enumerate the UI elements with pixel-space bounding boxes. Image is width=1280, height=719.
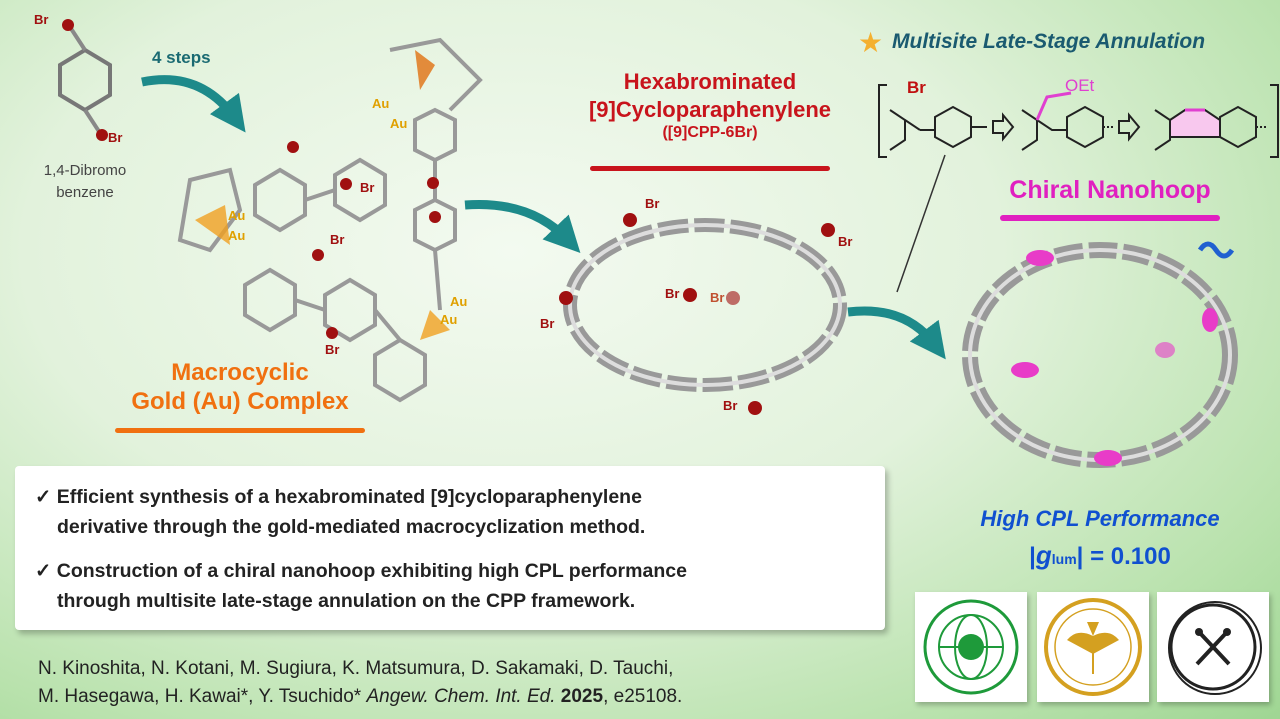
arrow-1	[141, 75, 246, 133]
reaction-arrows	[141, 75, 946, 360]
nanohoop-title: Chiral Nanohoop	[1009, 176, 1211, 204]
br-label: Br	[34, 12, 49, 27]
br-label: Br	[108, 130, 123, 145]
br-label: Br	[665, 286, 680, 301]
au-label: Au	[372, 96, 390, 111]
cpl-title: High CPL Performance	[980, 506, 1220, 531]
glum-value: |glum| = 0.100	[1029, 540, 1171, 570]
nanohoop-structure	[962, 241, 1238, 468]
cpp-title: Hexabrominated[9]Cycloparaphenylene	[588, 69, 832, 122]
summary-box: ✓ Efficient synthesis of a hexabrominate…	[15, 466, 885, 630]
cpp-structure	[559, 213, 847, 415]
summary-point: ✓ Efficient synthesis of a hexabrominate…	[35, 486, 646, 538]
star-icon: ★	[858, 27, 884, 58]
underline	[1000, 215, 1220, 221]
br-label: Br	[540, 316, 555, 331]
au-label: Au	[228, 208, 246, 223]
gold-complex-structure	[177, 37, 483, 403]
annulation-scheme	[878, 84, 1279, 158]
tokyo-university-of-science-logo	[915, 592, 1027, 702]
br-label: Br	[360, 180, 375, 195]
au-label: Au	[450, 294, 468, 309]
au-label: Au	[228, 228, 246, 243]
underline	[590, 166, 830, 171]
arrow-2	[464, 199, 581, 254]
br-label: Br	[838, 234, 853, 249]
steps-label: 4 steps	[152, 48, 211, 67]
citation: N. Kinoshita, N. Kotani, M. Sugiura, K. …	[38, 658, 683, 707]
arrow-3	[847, 306, 946, 360]
br-label: Br	[907, 78, 926, 97]
lab-logo	[1157, 592, 1269, 702]
summary-point: ✓ Construction of a chiral nanohoop exhi…	[35, 560, 687, 612]
br-label: Br	[723, 398, 738, 413]
br-label: Br	[325, 342, 340, 357]
au-label: Au	[390, 116, 408, 131]
annulation-title: Multisite Late-Stage Annulation	[892, 30, 1206, 53]
br-label: Br	[710, 290, 725, 305]
oet-label: OEt	[1065, 76, 1095, 95]
underline	[115, 428, 365, 433]
au-label: Au	[440, 312, 458, 327]
dibromobenzene-structure	[58, 19, 112, 141]
br-label: Br	[645, 196, 660, 211]
osaka-metropolitan-university-logo	[1037, 592, 1149, 702]
cpp-subtitle: ([9]CPP-6Br)	[662, 124, 758, 141]
br-label: Br	[330, 232, 345, 247]
